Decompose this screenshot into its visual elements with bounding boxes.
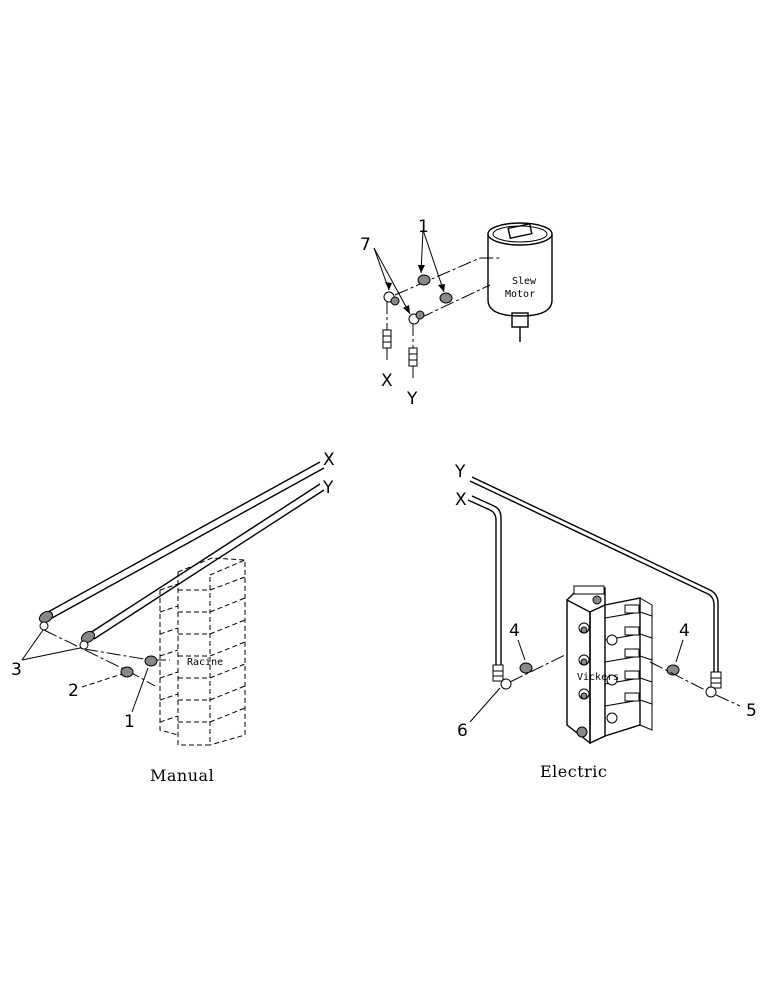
motor-fitting-adapter-upper xyxy=(417,274,431,286)
motor-fitting-adapter-lower xyxy=(439,292,453,304)
callout-4-left: 4 xyxy=(509,621,520,641)
port-y-label: Y xyxy=(406,389,418,409)
manual-end-y-label: Y xyxy=(322,478,334,498)
slew-motor: Slew Motor xyxy=(487,222,553,342)
motor-hose-end-y xyxy=(408,347,418,378)
motor-label: Motor xyxy=(505,289,535,300)
callout-2: 2 xyxy=(68,681,79,701)
callout-1-manual: 1 xyxy=(124,712,135,732)
callout-4-right: 4 xyxy=(679,621,690,641)
callout-6: 6 xyxy=(457,721,468,741)
manual-fitting-elbow-y xyxy=(79,630,96,650)
manual-fitting-elbow-x xyxy=(38,610,54,631)
electric-fitting-4-left xyxy=(519,662,533,674)
callout-5: 5 xyxy=(746,701,757,721)
electric-end-y-label: Y xyxy=(454,462,466,482)
port-x-label: X xyxy=(381,371,393,391)
callout-1-motor: 1 xyxy=(418,217,429,237)
manual-fitting-1 xyxy=(144,655,158,667)
slew-label: Slew xyxy=(512,276,537,287)
motor-hose-end-x xyxy=(382,329,392,360)
electric-assembly: Vickers xyxy=(454,462,757,781)
electric-end-x-label: X xyxy=(455,490,467,510)
electric-fitting-4-right xyxy=(666,664,680,676)
electric-fitting-6 xyxy=(492,664,512,690)
racine-valve: Racine xyxy=(159,557,246,746)
callout-7: 7 xyxy=(360,235,371,255)
manual-assembly: Racine 3 2 1 X Y xyxy=(11,450,335,785)
electric-fitting-5 xyxy=(705,671,722,698)
manual-end-x-label: X xyxy=(323,450,335,470)
electric-caption: Electric xyxy=(540,762,607,781)
vickers-valve: Vickers xyxy=(566,585,653,745)
manual-caption: Manual xyxy=(150,766,214,785)
motor-fitting-elbow-y xyxy=(408,310,425,325)
racine-label: Racine xyxy=(187,657,223,668)
vickers-label: Vickers xyxy=(577,672,619,683)
callout-3: 3 xyxy=(11,660,22,680)
slew-motor-assembly: Slew Motor xyxy=(360,217,553,409)
motor-fitting-elbow-x xyxy=(383,291,400,306)
manual-fitting-2 xyxy=(120,666,134,678)
